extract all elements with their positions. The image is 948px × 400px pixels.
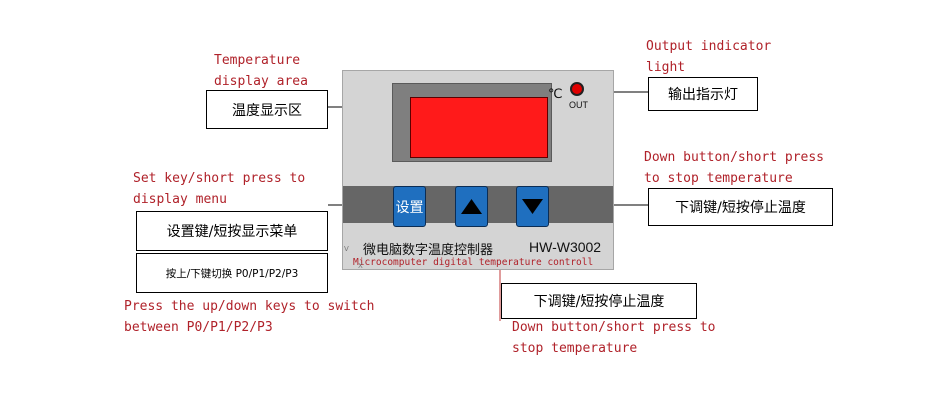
temperature-display [410, 97, 548, 158]
switch-label: 按上/下键切换 P0/P1/P2/P3 [165, 267, 299, 280]
down-button-annotation-right: Down button/short press to stop temperat… [644, 150, 825, 186]
down-button[interactable] [516, 186, 549, 227]
device-caption: Microcomputer digital temperature contro… [353, 257, 594, 268]
output-indicator-led [570, 82, 584, 96]
set-button[interactable]: 设置 [393, 186, 426, 227]
down-button-annotation-bottom: Down button/short press to stop temperat… [512, 320, 716, 356]
set-key-label-box: 设置键/短按显示菜单 [136, 211, 328, 251]
display-area-label: 温度显示区 [232, 102, 302, 119]
set-key-label: 设置键/短按显示菜单 [166, 224, 298, 240]
down-button-label-box-right: 下调键/短按停止温度 [648, 188, 833, 226]
output-light-label: 输出指示灯 [668, 87, 738, 103]
display-frame [392, 83, 552, 162]
down-button-label-right: 下调键/短按停止温度 [675, 200, 806, 216]
down-button-label-bottom: 下调键/短按停止温度 [533, 294, 665, 310]
tick-mark-x: X [358, 262, 363, 270]
tick-mark-v: V [344, 245, 349, 253]
display-area-annotation: Temperature display area [214, 53, 308, 89]
down-button-label-box-bottom: 下调键/短按停止温度 [501, 283, 697, 319]
out-label: OUT [569, 100, 588, 110]
down-triangle-icon [522, 199, 543, 214]
up-button[interactable] [455, 186, 488, 227]
switch-label-box: 按上/下键切换 P0/P1/P2/P3 [136, 253, 328, 293]
up-triangle-icon [461, 199, 482, 214]
set-button-label: 设置 [395, 199, 424, 216]
output-light-label-box: 输出指示灯 [648, 77, 758, 111]
switch-annotation: Press the up/down keys to switch between… [124, 299, 375, 335]
device-name: 微电脑数字温度控制器 [363, 243, 494, 258]
celsius-unit: ℃ [548, 87, 563, 102]
output-light-annotation: Output indicator light [646, 39, 772, 75]
button-strip: 设置 [343, 186, 613, 227]
display-area-label-box: 温度显示区 [206, 90, 328, 129]
temperature-controller-panel: ℃ OUT 设置 微电脑数字温度控制器 HW-W3002 Microcomput… [342, 70, 614, 270]
set-key-annotation: Set key/short press to display menu [133, 171, 306, 207]
model-number: HW-W3002 [529, 239, 602, 255]
